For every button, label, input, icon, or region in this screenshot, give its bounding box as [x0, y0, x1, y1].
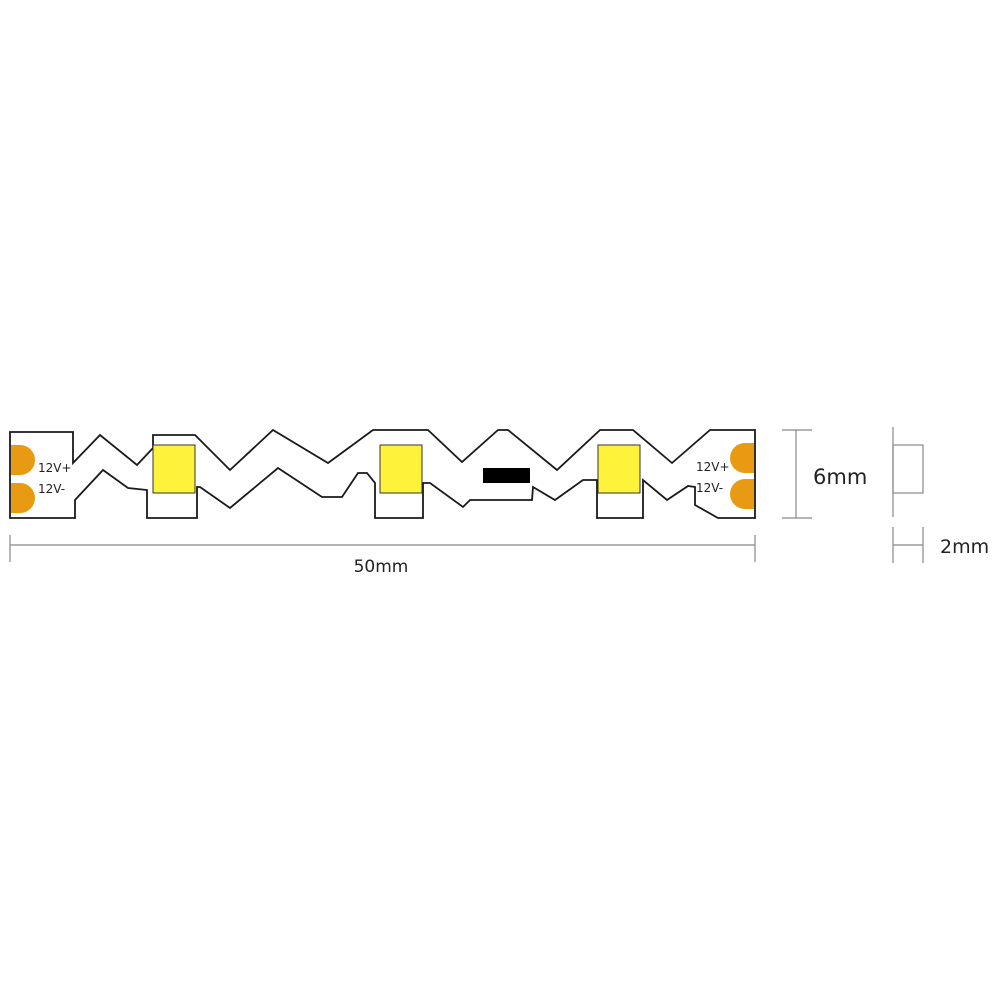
thickness-dimension	[892, 527, 924, 563]
side-view	[892, 427, 924, 517]
pad-right-negative	[730, 479, 754, 509]
label-left-negative: 12V-	[38, 482, 65, 496]
pad-right-positive	[730, 443, 754, 473]
label-right-positive: 12V+	[696, 460, 730, 474]
pad-left-negative	[11, 483, 35, 513]
thickness-label: 2mm	[940, 536, 989, 558]
label-right-negative: 12V-	[696, 481, 723, 495]
led-chip-1	[152, 444, 196, 494]
resistor	[483, 468, 530, 483]
length-dimension	[9, 535, 756, 562]
width-label: 6mm	[813, 465, 867, 489]
width-dimension	[782, 429, 812, 519]
label-left-positive: 12V+	[38, 461, 72, 475]
led-chip-2	[379, 444, 423, 494]
length-label: 50mm	[354, 557, 409, 577]
pad-left-positive	[11, 445, 35, 475]
led-chip-3	[597, 444, 641, 494]
